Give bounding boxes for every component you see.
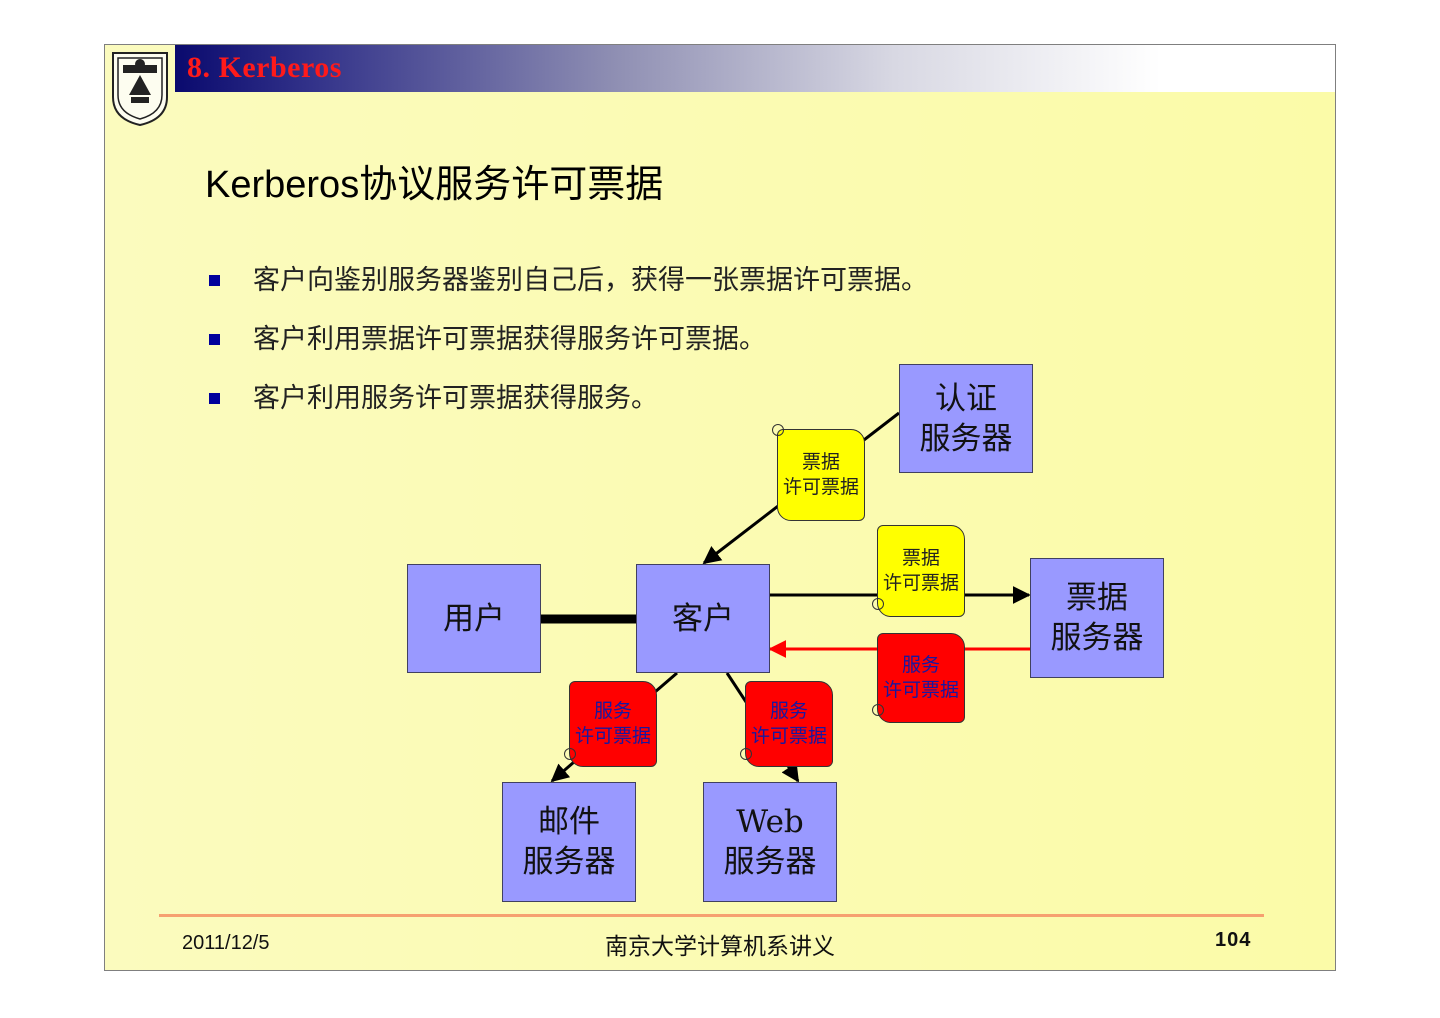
scroll-curl-icon xyxy=(740,748,752,760)
bullet-list: 客户向鉴别服务器鉴别自己后，获得一张票据许可票据。 客户利用票据许可票据获得服务… xyxy=(205,261,928,438)
scroll-curl-icon xyxy=(772,424,784,436)
ticket-label: 许可票据 xyxy=(574,725,651,747)
client-node: 客户 xyxy=(636,564,770,673)
header-bar xyxy=(175,45,1335,92)
node-label: 认证 xyxy=(935,380,997,417)
footer-date: 2011/12/5 xyxy=(182,932,270,954)
node-label: 邮件 xyxy=(538,804,600,840)
bullet-square-icon xyxy=(209,275,220,286)
scroll-curl-icon xyxy=(872,704,884,716)
bullet-text: 客户向鉴别服务器鉴别自己后，获得一张票据许可票据。 xyxy=(253,265,928,296)
service-ticket-scroll: 服务 许可票据 xyxy=(740,681,833,767)
mail-server-node: 邮件 服务器 xyxy=(502,782,636,902)
ticket-label: 服务 xyxy=(769,700,808,722)
ticket-label: 服务 xyxy=(593,700,632,722)
node-label: 服务器 xyxy=(522,844,616,880)
slide: 8. Kerberos Kerberos协议服务许可票据 客户向鉴别服务器鉴别自… xyxy=(104,44,1336,971)
ticket-label: 许可票据 xyxy=(782,476,859,498)
node-label: 服务器 xyxy=(919,420,1013,457)
bullet-item: 客户利用服务许可票据获得服务。 xyxy=(205,379,928,438)
ticket-server-node: 票据 服务器 xyxy=(1030,558,1164,678)
bullet-text: 客户利用服务许可票据获得服务。 xyxy=(253,383,658,414)
ticket-label: 服务 xyxy=(901,654,940,676)
university-seal-icon xyxy=(112,52,168,127)
footer-divider xyxy=(159,914,1264,917)
service-ticket-scroll: 服务 许可票据 xyxy=(564,681,657,767)
node-label: 客户 xyxy=(672,600,734,637)
scroll-curl-icon xyxy=(872,598,884,610)
footer-course-title: 南京大学计算机系讲义 xyxy=(605,934,835,960)
node-label: 用户 xyxy=(443,600,505,637)
node-label: 票据 xyxy=(1066,580,1128,616)
page-number: 104 xyxy=(1215,929,1252,951)
ticket-label: 许可票据 xyxy=(750,725,827,747)
bullet-square-icon xyxy=(209,393,220,404)
user-node: 用户 xyxy=(407,564,541,673)
ticket-label: 许可票据 xyxy=(882,679,959,701)
bullet-text: 客户利用票据许可票据获得服务许可票据。 xyxy=(253,324,766,355)
node-label: 服务器 xyxy=(723,844,817,880)
ticket-label: 票据 xyxy=(901,547,940,569)
service-ticket-scroll: 服务 许可票据 xyxy=(872,633,965,723)
scroll-curl-icon xyxy=(564,748,576,760)
node-label: Web xyxy=(736,804,804,840)
tgt-ticket-scroll: 票据 许可票据 xyxy=(772,424,865,521)
web-server-node: Web 服务器 xyxy=(703,782,837,902)
auth-server-node: 认证 服务器 xyxy=(899,364,1033,473)
ticket-label: 票据 xyxy=(801,451,840,473)
ticket-label: 许可票据 xyxy=(882,572,959,594)
section-title: 8. Kerberos xyxy=(187,51,342,84)
bullet-item: 客户利用票据许可票据获得服务许可票据。 xyxy=(205,320,928,379)
bullet-item: 客户向鉴别服务器鉴别自己后，获得一张票据许可票据。 xyxy=(205,261,928,320)
tgt-ticket-scroll: 票据 许可票据 xyxy=(872,525,965,617)
bullet-square-icon xyxy=(209,334,220,345)
node-label: 服务器 xyxy=(1050,620,1144,656)
slide-title: Kerberos协议服务许可票据 xyxy=(205,164,664,206)
